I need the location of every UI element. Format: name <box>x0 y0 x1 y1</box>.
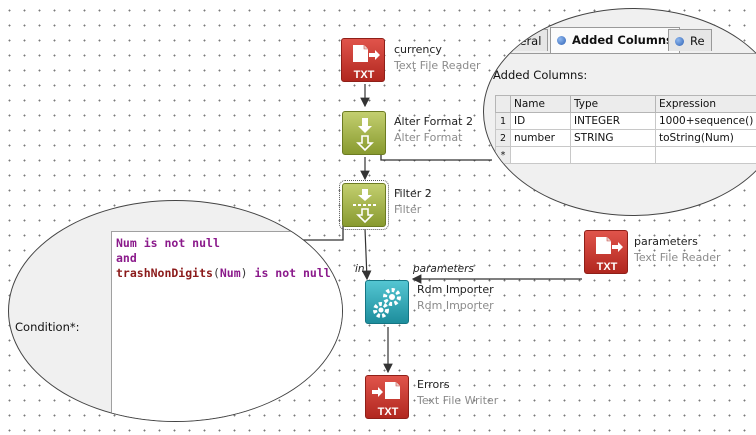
cell-type[interactable]: STRING <box>570 129 656 147</box>
tab-status-icon <box>675 37 684 46</box>
port-label-parameters: parameters <box>413 263 474 275</box>
row-number: 1 <box>495 112 511 130</box>
node-type-currency: Text File Reader <box>394 59 481 72</box>
code-paren: ( <box>212 266 220 280</box>
tab-general[interactable]: eneral <box>498 29 549 51</box>
added-columns-zoom-panel: eneral Added Columns Re Added Columns: N… <box>483 8 756 216</box>
cell-name[interactable]: number <box>510 129 571 147</box>
tab-added-columns[interactable]: Added Columns <box>550 27 680 53</box>
gears-icon[interactable] <box>365 280 409 324</box>
tab-status-icon <box>557 36 566 45</box>
column-header[interactable]: Type <box>570 95 656 113</box>
node-title-rdm-importer: Rdm Importer <box>417 283 494 296</box>
txt-file-reader-icon[interactable]: TXT <box>584 230 628 274</box>
table-new-row[interactable]: * <box>495 146 756 164</box>
filter-icon[interactable] <box>339 180 389 230</box>
node-type-alter-format: Alter Format <box>394 131 463 144</box>
code-keyword: is not null <box>254 266 331 280</box>
tab-strip: eneral Added Columns Re <box>484 27 756 54</box>
code-keyword: is not null <box>143 236 220 250</box>
txt-badge: TXT <box>378 406 399 418</box>
node-title-filter: Filter 2 <box>394 187 432 200</box>
node-type-parameters: Text File Reader <box>634 251 721 264</box>
cell-expression[interactable]: toString(Num) <box>655 129 756 147</box>
column-header[interactable]: Name <box>510 95 571 113</box>
cell-type[interactable]: INTEGER <box>570 112 656 130</box>
code-function: trashNonDigits <box>116 266 213 280</box>
condition-code[interactable]: Num is not null and trashNonDigits(Num) … <box>116 236 331 281</box>
txt-file-reader-icon[interactable]: TXT <box>341 38 385 82</box>
added-columns-heading: Added Columns: <box>493 68 588 82</box>
cell-type[interactable] <box>570 146 656 164</box>
tab-label: Re <box>690 34 705 48</box>
txt-badge: TXT <box>597 261 618 273</box>
port-label-in: in <box>355 263 365 275</box>
code-field: Num <box>219 266 241 280</box>
row-number: 2 <box>495 129 511 147</box>
node-type-filter: Filter <box>394 203 422 216</box>
node-title-parameters: parameters <box>634 235 698 248</box>
condition-zoom-panel: Condition*: Num is not null and trashNon… <box>8 200 343 422</box>
table-row[interactable]: 2 number STRING toString(Num) <box>495 129 756 147</box>
code-field: Num <box>116 236 137 250</box>
node-type-errors: Text File Writer <box>417 394 499 407</box>
cell-name[interactable]: ID <box>510 112 571 130</box>
code-paren: ) <box>240 266 248 280</box>
new-row-marker: * <box>495 146 511 164</box>
txt-file-writer-icon[interactable]: TXT <box>365 375 409 419</box>
node-title-errors: Errors <box>417 378 450 391</box>
cell-expression[interactable]: 1000+sequence() <box>655 112 756 130</box>
table-row[interactable]: 1 ID INTEGER 1000+sequence() <box>495 112 756 130</box>
tab-label: eneral <box>505 34 542 48</box>
added-columns-table[interactable]: Name Type Expression 1 ID INTEGER 1000+s… <box>495 95 756 164</box>
condition-label: Condition*: <box>15 320 80 334</box>
tab-re[interactable]: Re <box>668 29 712 51</box>
node-title-alter-format: Alter Format 2 <box>394 115 473 128</box>
condition-editor[interactable]: Num is not null and trashNonDigits(Num) … <box>111 231 342 421</box>
node-type-rdm-importer: Rdm Importer <box>417 299 494 312</box>
table-header-row: Name Type Expression <box>495 95 756 113</box>
tab-label: Added Columns <box>572 33 673 47</box>
column-header[interactable]: Expression <box>655 95 756 113</box>
node-title-currency: currency <box>394 43 442 56</box>
cell-expression[interactable] <box>655 146 756 164</box>
edge-filter-to-rdm[interactable] <box>361 228 372 281</box>
alter-format-icon[interactable] <box>342 111 386 155</box>
code-keyword: and <box>116 251 137 265</box>
row-number-header <box>495 95 511 113</box>
txt-badge: TXT <box>354 69 375 81</box>
cell-name[interactable] <box>510 146 571 164</box>
